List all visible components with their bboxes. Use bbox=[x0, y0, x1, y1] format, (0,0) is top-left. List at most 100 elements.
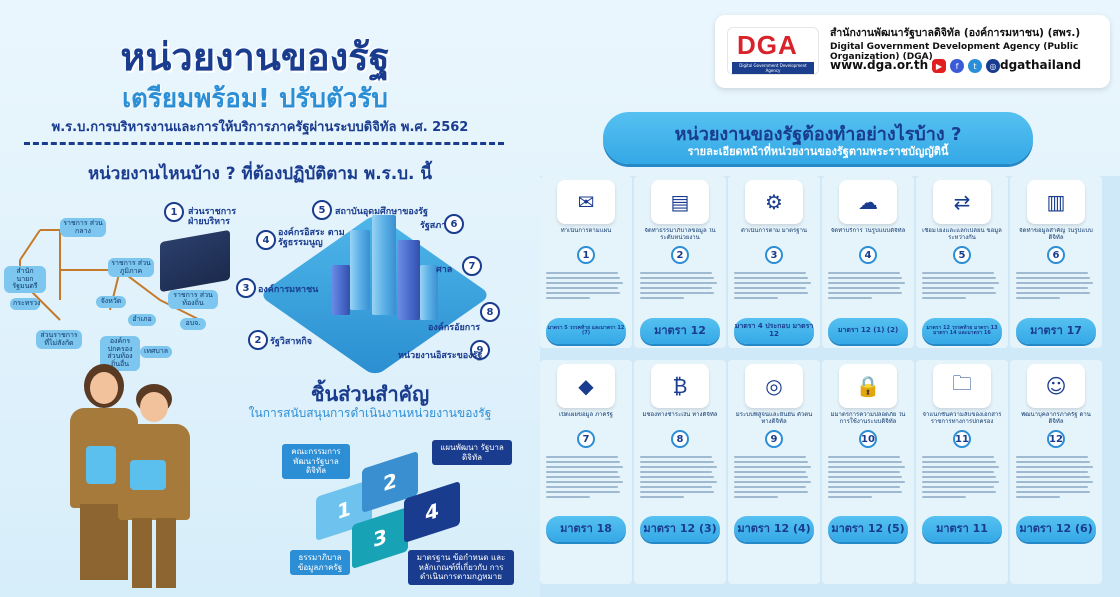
page-title: หน่วยงานของรัฐ bbox=[120, 35, 390, 79]
description-line bbox=[1016, 456, 1088, 458]
twitter-icon[interactable]: t bbox=[968, 59, 982, 73]
description-line bbox=[828, 466, 905, 468]
duty-icon: 🔒 bbox=[839, 364, 897, 408]
description-line bbox=[922, 496, 966, 498]
tag-governance: ธรรมาภิบาล ข้อมูลภาครัฐ bbox=[290, 550, 350, 576]
duty-icon: ◎ bbox=[745, 364, 803, 408]
description-line bbox=[922, 287, 994, 289]
tower-1 bbox=[350, 230, 370, 310]
instagram-icon[interactable]: ◎ bbox=[986, 59, 1000, 73]
dga-website-link[interactable]: www.dga.or.th bbox=[830, 58, 929, 72]
description-line bbox=[1016, 272, 1088, 274]
description-line bbox=[640, 461, 715, 463]
duty-title: มีช่องทางชำระเงิน ทางดิจิทัล bbox=[642, 412, 718, 418]
duty-icon: ₿ bbox=[651, 364, 709, 408]
description-line bbox=[734, 481, 811, 483]
description-line bbox=[922, 277, 997, 279]
youtube-icon[interactable]: ▶ bbox=[932, 59, 946, 73]
duty-section-pill: มาตรา 12 bbox=[640, 318, 720, 344]
description-line bbox=[922, 481, 999, 483]
description-line bbox=[828, 486, 900, 488]
duty-number: 9 bbox=[765, 430, 783, 448]
description-line bbox=[734, 486, 806, 488]
duty-section-pill: มาตรา 18 bbox=[546, 516, 626, 542]
dga-logo-caption: Digital Government Development Agency bbox=[732, 62, 814, 74]
description-line bbox=[734, 292, 809, 294]
duty-title: พัฒนาบุคลากรภาครัฐ ด้านดิจิทัล bbox=[1021, 412, 1091, 425]
description-line bbox=[922, 461, 997, 463]
org-box-other-local: องค์กรปกครอง ส่วนท้องถิ่นอื่น bbox=[100, 336, 140, 371]
duty-title: ดำเนินการตาม มาตรฐาน bbox=[740, 228, 808, 234]
duty-section-pill: มาตรา 5 วรรคท้าย และมาตรา 12 (7) bbox=[546, 318, 626, 344]
duty-section-pill: มาตรา 17 bbox=[1016, 318, 1096, 344]
description-line bbox=[1016, 476, 1091, 478]
label-court: ศาล bbox=[436, 265, 453, 275]
description-line bbox=[546, 272, 618, 274]
which-agencies-heading: หน่วยงานไหนบ้าง ? ที่ต้องปฏิบัติตาม พ.ร.… bbox=[87, 164, 433, 184]
description-line bbox=[546, 476, 621, 478]
description-line bbox=[734, 471, 806, 473]
duty-title: จำแนกชั้นความลับของเอกสาร ราชการทางการปก… bbox=[922, 412, 1002, 425]
duty-number: 8 bbox=[671, 430, 689, 448]
description-line bbox=[922, 292, 997, 294]
description-line bbox=[828, 476, 903, 478]
duty-icon: ✉ bbox=[557, 180, 615, 224]
components-title: ชิ้นส่วนสำคัญ bbox=[310, 382, 430, 406]
description-line bbox=[640, 481, 717, 483]
facebook-icon[interactable]: f bbox=[950, 59, 964, 73]
description-line bbox=[546, 486, 618, 488]
description-line bbox=[828, 456, 900, 458]
duty-title: มีระบบพิสูจน์และยืนยัน ตัวตนทางดิจิทัล bbox=[735, 412, 813, 425]
description-line bbox=[734, 491, 809, 493]
org-box-province: จังหวัด bbox=[96, 296, 126, 308]
officer-female bbox=[60, 364, 150, 594]
duty-number: 1 bbox=[577, 246, 595, 264]
description-line bbox=[640, 277, 715, 279]
description-line bbox=[546, 277, 621, 279]
duty-icon: ☁ bbox=[839, 180, 897, 224]
description-line bbox=[640, 496, 684, 498]
org-chart: ราชการ ส่วนกลาง ราชการ ส่วนภูมิภาค ราชกา… bbox=[0, 190, 240, 371]
duty-icon: ▤ bbox=[651, 180, 709, 224]
duty-description bbox=[828, 456, 908, 532]
duty-title: จัดทำบริการ ในรูปแบบดิจิทัล bbox=[830, 228, 906, 234]
duty-section-pill: มาตรา 4 ประกอบ มาตรา 12 bbox=[734, 318, 814, 344]
pin-9: 9 bbox=[470, 340, 490, 360]
duty-card: ◎ มีระบบพิสูจน์และยืนยัน ตัวตนทางดิจิทัล 9 bbox=[734, 364, 814, 532]
pin-4: 4 bbox=[256, 230, 276, 250]
duty-title: มีมาตรการความปลอดภัย ในการใช้งานระบบดิจิ… bbox=[830, 412, 906, 425]
description-line bbox=[1016, 282, 1093, 284]
description-line bbox=[640, 466, 717, 468]
org-box-pm-office: สำนัก นายกรัฐมนตรี bbox=[4, 266, 46, 294]
description-line bbox=[922, 476, 997, 478]
description-line bbox=[546, 491, 621, 493]
officer-female-tablet bbox=[86, 446, 116, 484]
duty-title: เปิดเผยข้อมูล ภาครัฐ bbox=[559, 412, 613, 418]
tag-standards: มาตรฐาน ข้อกำหนด และหลักเกณฑ์ที่เกี่ยวกั… bbox=[408, 550, 514, 585]
dga-social-handle[interactable]: dgathailand bbox=[1000, 58, 1082, 72]
description-line bbox=[734, 272, 806, 274]
duty-number: 5 bbox=[953, 246, 971, 264]
description-line bbox=[640, 292, 715, 294]
label-constitutional: องค์กรอิสระ ตามรัฐธรรมนูญ bbox=[278, 228, 345, 249]
tower-2 bbox=[372, 215, 396, 315]
description-line bbox=[640, 282, 717, 284]
description-line bbox=[828, 272, 900, 274]
officer-female-face bbox=[90, 372, 118, 404]
description-line bbox=[1016, 461, 1091, 463]
label-public-org: องค์การมหาชน bbox=[258, 285, 319, 295]
duty-number: 6 bbox=[1047, 246, 1065, 264]
duty-description bbox=[828, 272, 908, 318]
org-box-district: อำเภอ bbox=[128, 314, 156, 326]
description-line bbox=[828, 481, 905, 483]
description-line bbox=[546, 297, 590, 299]
city-illustration bbox=[250, 195, 510, 377]
duty-icon: ☺ bbox=[1027, 364, 1085, 408]
duty-description bbox=[734, 456, 814, 532]
description-line bbox=[922, 486, 994, 488]
description-line bbox=[734, 496, 778, 498]
